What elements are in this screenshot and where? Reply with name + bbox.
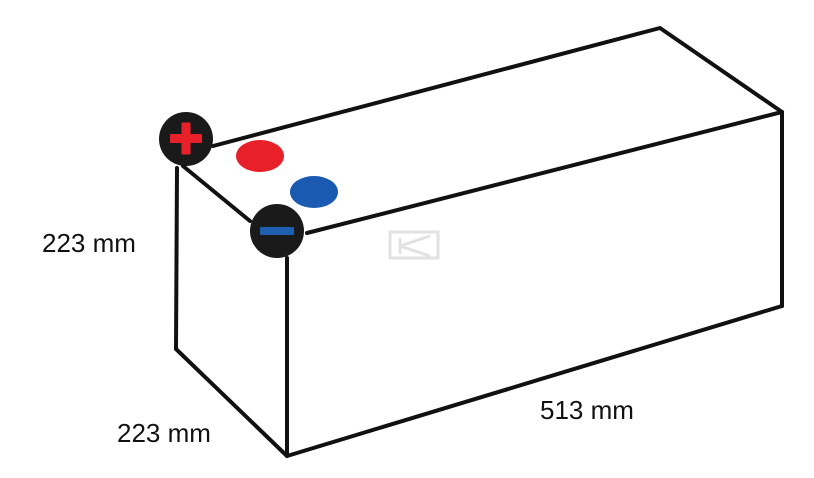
top-front-edge — [305, 110, 784, 235]
watermark-logo — [388, 230, 440, 260]
length-dimension-label: 513 mm — [540, 395, 634, 425]
bottom-front-edge — [285, 304, 784, 458]
positive-terminal-badge — [159, 112, 213, 166]
positive-terminal-pad — [236, 140, 284, 172]
negative-terminal-badge — [250, 204, 304, 258]
front-face — [287, 112, 782, 456]
left-back-vertical-edge — [174, 166, 179, 351]
plus-icon — [170, 122, 202, 155]
minus-icon — [260, 227, 294, 235]
height-dimension-label: 223 mm — [42, 228, 136, 258]
width-dimension-label: 223 mm — [117, 418, 211, 448]
bottom-left-edge — [174, 347, 289, 458]
top-back-edge — [211, 26, 784, 148]
top-left-edge — [181, 164, 252, 223]
negative-terminal-pad — [290, 176, 338, 208]
